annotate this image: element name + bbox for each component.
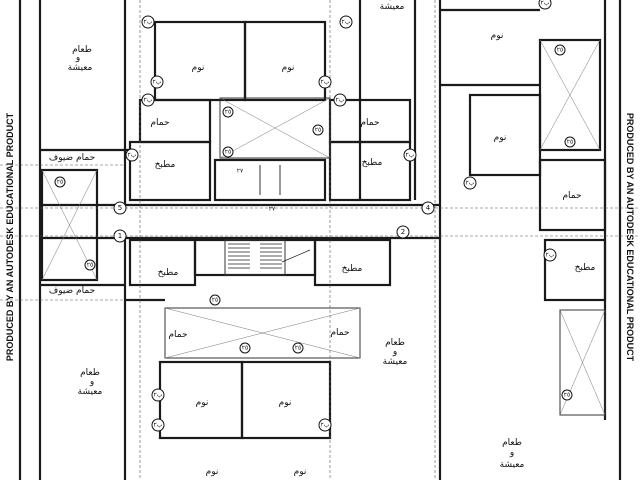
staircase xyxy=(224,239,311,276)
room-label-bedroom: نوم xyxy=(494,133,507,143)
door-tag: ب٢ xyxy=(546,252,555,259)
stair-tag: ٢٧ xyxy=(269,206,276,213)
room-label-bedroom: نوم xyxy=(279,398,292,408)
door-tag: ب٢ xyxy=(153,79,162,86)
door-tag: ب٢ xyxy=(342,19,351,26)
room-label-bedroom: نوم xyxy=(192,63,205,73)
room-label-kitchen: مطبخ xyxy=(575,263,596,273)
door-tag: ب٢ xyxy=(321,422,330,429)
room-label-bedroom: نوم xyxy=(294,467,307,477)
door-tag: ب٢ xyxy=(144,97,153,104)
room-label-living-and: و xyxy=(509,448,514,458)
room-label-living-and: و xyxy=(89,377,94,387)
room-label-bathroom: حمام xyxy=(168,330,187,340)
axis-label: 2 xyxy=(401,228,405,236)
door-tag: ب٢ xyxy=(406,152,415,159)
door-tag: ب٢ xyxy=(154,422,163,429)
room-label-living: طعام xyxy=(385,338,405,348)
room-label-bedroom: نوم xyxy=(282,63,295,73)
level-tag: ٢٥ xyxy=(295,345,301,352)
room-labels: نوم نوم حمام حمام مطبخ مطبخ طعام و معيشة… xyxy=(49,0,596,477)
room-label-living-and: و xyxy=(392,347,397,357)
axis-label: 5 xyxy=(118,204,122,212)
level-tag: ٢٥ xyxy=(87,262,93,269)
room-label-living: طعام xyxy=(502,438,522,448)
room-label-living: طعام xyxy=(72,45,92,55)
door-tag: ب٢ xyxy=(321,79,330,86)
room-label-living: معيشة xyxy=(380,2,405,12)
door-tag: ب٢ xyxy=(336,97,345,104)
stair-tags: ٢٧ ٢٧ xyxy=(237,168,276,213)
level-tag: ٢٥ xyxy=(315,127,321,134)
room-label-kitchen: مطبخ xyxy=(155,160,176,170)
room-label-bathroom: حمام xyxy=(150,118,169,128)
room-label-bedroom: نوم xyxy=(491,31,504,41)
room-label-living: معيشة xyxy=(500,460,525,470)
door-tag: ب٢ xyxy=(466,180,475,187)
right-rooms xyxy=(440,8,607,416)
level-tag: ٢٥ xyxy=(557,47,563,54)
level-tags: ٢٥ ٢٥ ٢٥ ٢٥ ٢٥ ٢٥ ٢٥ ٢٥ ٢٥ ٢٥ ٢٥ xyxy=(54,44,576,401)
room-label-kitchen: مطبخ xyxy=(158,268,179,278)
door-tags: ب٢ ب٢ ب٢ ب٢ ب٢ ب٢ ب٢ ب٢ ب٢ ب٢ ب٢ ب٢ ب٢ ب… xyxy=(125,0,557,432)
room-label-living: معيشة xyxy=(383,357,408,367)
level-tag: ٢٥ xyxy=(57,179,63,186)
room-label-guest-bath: حمام ضيوف xyxy=(49,153,95,163)
door-tag: ب٢ xyxy=(128,152,137,159)
outer-walls xyxy=(18,0,622,480)
axis-label: 4 xyxy=(426,204,431,212)
room-label-bedroom: نوم xyxy=(206,467,219,477)
room-label-kitchen: مطبخ xyxy=(362,158,383,168)
level-tag: ٢٥ xyxy=(225,109,231,116)
room-label-living: معيشة xyxy=(78,387,103,397)
level-tag: ٢٥ xyxy=(212,297,218,304)
room-label-bathroom: حمام xyxy=(330,328,349,338)
room-label-bathroom: حمام xyxy=(562,191,581,201)
room-label-living-and: و xyxy=(389,0,394,1)
door-tag: ب٢ xyxy=(541,0,550,7)
axis-markers: 5 1 2 4 xyxy=(113,201,435,243)
room-label-bedroom: نوم xyxy=(196,398,209,408)
room-label-bathroom: حمام xyxy=(360,118,379,128)
axis-label: 1 xyxy=(118,232,122,240)
level-tag: ٢٥ xyxy=(225,149,231,156)
room-label-living-and: و xyxy=(75,53,80,63)
level-tag: ٢٥ xyxy=(567,139,573,146)
level-tag: ٢٥ xyxy=(564,392,570,399)
corridor-walls xyxy=(40,203,440,240)
room-label-living: طعام xyxy=(80,368,100,378)
room-label-living: معيشة xyxy=(68,63,93,73)
upper-rooms xyxy=(128,20,412,202)
room-label-guest-bath: حمام ضيوف xyxy=(49,286,95,296)
door-tag: ب٢ xyxy=(154,392,163,399)
watermark-right: PRODUCED BY AN AUTODESK EDUCATIONAL PROD… xyxy=(625,112,635,362)
stair-tag: ٢٧ xyxy=(237,168,244,175)
door-tag: ب٢ xyxy=(144,19,153,26)
level-tag: ٢٥ xyxy=(242,345,248,352)
left-service-block xyxy=(40,168,99,282)
room-label-kitchen: مطبخ xyxy=(342,264,363,274)
watermark-left: PRODUCED BY AN AUTODESK EDUCATIONAL PROD… xyxy=(5,112,15,362)
